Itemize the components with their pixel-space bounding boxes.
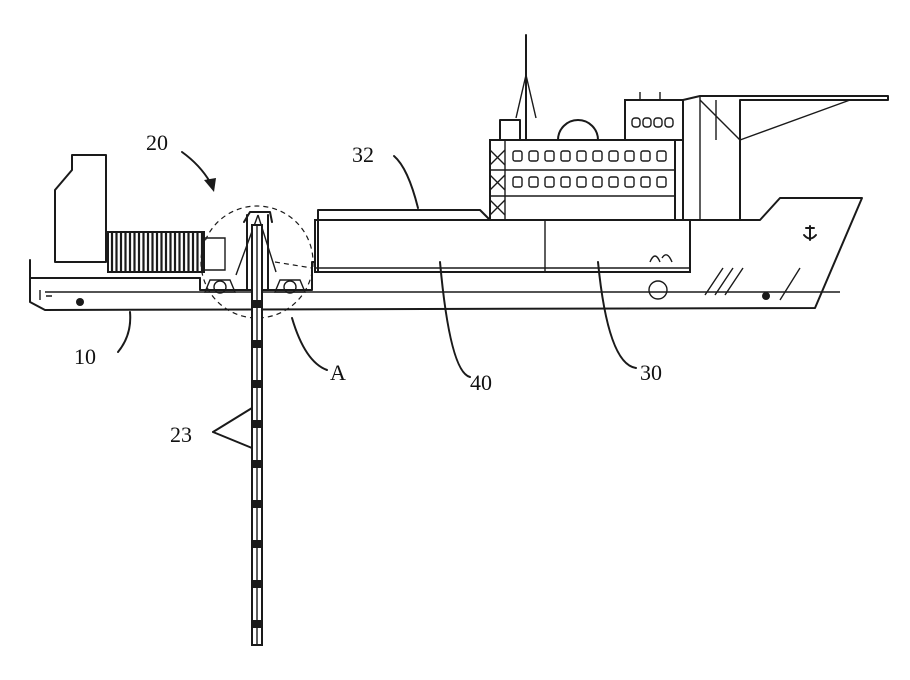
window [545, 151, 554, 161]
wheel-right [284, 281, 296, 293]
tank-outlet [649, 281, 667, 299]
window [641, 177, 650, 187]
bow-hatching [705, 268, 800, 300]
window [657, 151, 666, 161]
label-riser: 23 [170, 422, 192, 447]
window [513, 151, 522, 161]
hull-porthole-fore [762, 292, 770, 300]
window [577, 177, 586, 187]
window [609, 177, 618, 187]
pipe-stack-lines [112, 233, 202, 271]
window [593, 177, 602, 187]
window [641, 151, 650, 161]
riser-pipe [251, 225, 263, 645]
window [529, 177, 538, 187]
wheel-left [214, 281, 226, 293]
bridge [490, 35, 888, 220]
label-detail: A [330, 360, 346, 385]
window [561, 177, 570, 187]
riser-joint [251, 500, 263, 508]
cargo-deck [315, 210, 690, 299]
window [625, 151, 634, 161]
riser-joint [251, 460, 263, 468]
window [513, 177, 522, 187]
stern-house [55, 155, 225, 272]
window [654, 118, 662, 127]
riser-joint [251, 300, 263, 308]
label-tank-cover: 32 [352, 142, 374, 167]
window [665, 118, 673, 127]
riser-joint [251, 340, 263, 348]
window [593, 151, 602, 161]
riser-joint [251, 580, 263, 588]
window [643, 118, 651, 127]
riser-joint [251, 420, 263, 428]
label-vessel: 10 [74, 344, 96, 369]
riser-joint [251, 540, 263, 548]
window [632, 118, 640, 127]
anchor-icon [804, 226, 816, 240]
hull-porthole-aft [76, 298, 84, 306]
window [625, 177, 634, 187]
window [657, 177, 666, 187]
riser-joint [251, 380, 263, 388]
label-hold: 40 [470, 370, 492, 395]
window [529, 151, 538, 161]
window [561, 151, 570, 161]
window [609, 151, 618, 161]
label-apparatus: 20 [146, 130, 168, 155]
window [545, 177, 554, 187]
window [577, 151, 586, 161]
riser-joint [251, 620, 263, 628]
label-tank: 30 [640, 360, 662, 385]
